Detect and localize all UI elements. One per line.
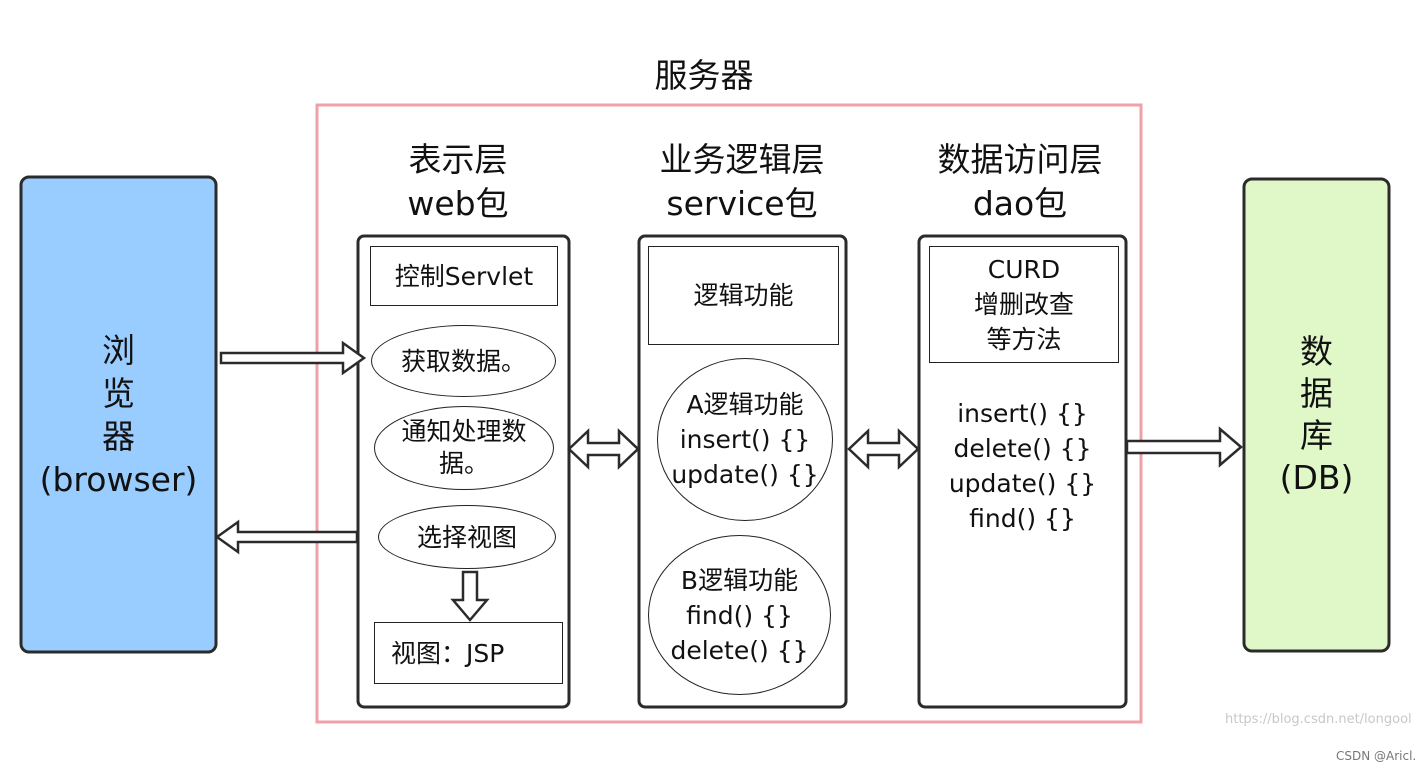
step-get-data: 获取数据。 xyxy=(371,325,556,397)
service-layer-header: 业务逻辑层 service包 xyxy=(617,140,867,224)
service-dao-double-arrow xyxy=(847,428,920,470)
view-jsp: 视图：JSP xyxy=(374,622,563,684)
web-package-label: web包 xyxy=(407,184,509,223)
blog-watermark: https://blog.csdn.net/longool xyxy=(1225,712,1412,727)
step-notify-processing: 通知处理数 据。 xyxy=(374,406,554,490)
dao-layer-header: 数据访问层 dao包 xyxy=(895,140,1145,224)
controller-servlet: 控制Servlet xyxy=(370,246,558,306)
logic-function-box: 逻辑功能 xyxy=(648,246,839,345)
server-title: 服务器 xyxy=(654,56,754,95)
a-logic-ellipse: A逻辑功能 insert() {} update() {} xyxy=(657,358,833,521)
b-logic-ellipse: B逻辑功能 find() {} delete() {} xyxy=(648,535,831,695)
browser-box-shape xyxy=(19,175,218,654)
step-select-view: 选择视图 xyxy=(378,505,556,569)
web-layer-title: 表示层 xyxy=(408,140,508,179)
curd-box: CURD 增删改查 等方法 xyxy=(929,246,1119,363)
database-box-shape xyxy=(1242,177,1391,653)
browser-box: 浏 览 器 (browser) xyxy=(39,330,198,499)
web-service-double-arrow xyxy=(567,428,640,470)
service-layer-title: 业务逻辑层 xyxy=(659,140,825,179)
csdn-watermark: CSDN @Aricl. xyxy=(1336,749,1417,763)
web-layer-header: 表示层 web包 xyxy=(358,140,558,224)
dao-layer-title: 数据访问层 xyxy=(937,140,1103,179)
database-box: 数 据 库 (DB) xyxy=(1279,332,1354,497)
view-down-arrow xyxy=(450,570,490,622)
server-boundary xyxy=(315,103,1143,724)
service-package-label: service包 xyxy=(666,184,818,223)
response-arrow xyxy=(214,519,359,555)
dao-methods: insert() {} delete() {} update() {} find… xyxy=(948,399,1097,533)
dao-package-label: dao包 xyxy=(972,184,1068,223)
request-arrow xyxy=(219,340,367,376)
dao-db-arrow xyxy=(1125,426,1243,468)
